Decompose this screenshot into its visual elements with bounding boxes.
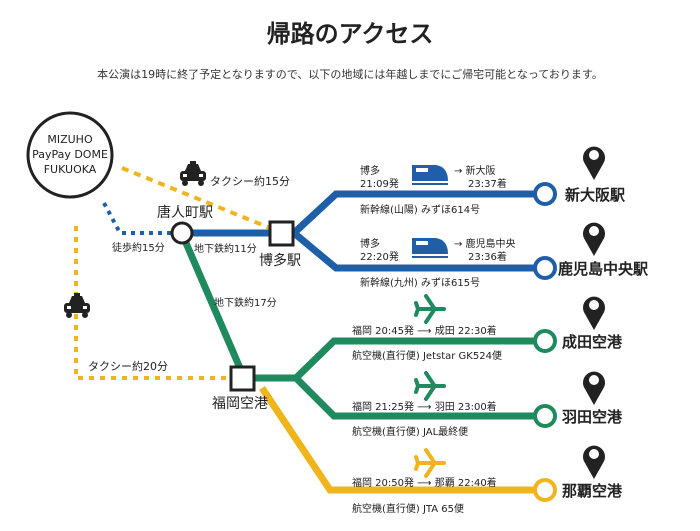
destination-node [533,256,557,280]
leg-label: タクシー約20分 [88,359,168,373]
airplane-icon [414,448,446,478]
leg-label: 地下鉄約11分 [194,242,257,255]
flight-line-haneda [293,375,534,420]
shinkansen-line-kagoshima [291,230,534,272]
route-arrival: 23:36着 [468,250,507,263]
route-departure: 22:20発 [360,250,399,263]
route-times: 福岡 20:50発 ⟶ 那覇 22:40着 [352,476,497,489]
train-icon [412,165,448,185]
route-to: → 鹿児島中央 [454,237,516,250]
taxi-route-airport [74,226,232,380]
leg-label: 徒歩約15分 [112,241,165,254]
route-service: 航空機(直行便) JAL最終便 [352,425,468,438]
origin-label: PayPay DOME [32,148,108,161]
destination-label: 新大阪駅 [565,186,626,204]
airplane-icon [414,371,446,401]
taxi-route-hakata [121,166,271,230]
destination-node [533,182,557,206]
route-from: 博多 [360,164,380,177]
destination-node [533,478,557,502]
walk-route [102,202,172,235]
station-tojinmachi [170,221,194,245]
station-label-tojinmachi: 唐人町駅 [157,204,213,221]
taxi-icon [180,161,206,186]
flight-line-naha [259,386,534,494]
shinkansen-line-shinosaka [291,190,534,236]
subtitle: 本公演は19時に終了予定となりますので、以下の地域には年越しまでにご帰宅可能とな… [97,68,603,81]
map-pin-icon [583,296,605,330]
route-service: 航空機(直行便) Jetstar GK524便 [352,349,502,362]
route-service: 新幹線(山陽) みずほ614号 [360,203,480,216]
destination-label: 成田空港 [562,333,623,351]
page-title: 帰路のアクセス [266,20,434,48]
map-pin-icon [583,445,605,479]
route-departure: 21:09発 [360,177,399,190]
origin-circle [26,111,114,199]
leg-label: タクシー約15分 [210,174,290,188]
station-fukuoka-airport [229,365,256,392]
station-hakata [268,220,295,247]
route-arrival: 23:37着 [468,177,507,190]
origin-label: MIZUHO [47,133,93,146]
destination-label: 那覇空港 [562,482,623,500]
route-times: 福岡 20:45発 ⟶ 成田 22:30着 [352,324,497,337]
route-from: 博多 [360,237,380,250]
route-service: 新幹線(九州) みずほ615号 [360,276,480,289]
map-pin-icon [583,222,605,256]
station-label-fukuoka-airport: 福岡空港 [212,396,268,412]
flight-line-narita [254,337,534,382]
map-pin-icon [583,371,605,405]
station-label-hakata: 博多駅 [259,252,301,269]
route-service: 航空機(直行便) JTA 65便 [352,502,464,515]
leg-label: 地下鉄約17分 [214,296,277,309]
destination-node [533,329,557,353]
airplane-icon [414,294,446,324]
map-pin-icon [583,146,605,180]
destination-label: 鹿児島中央駅 [558,260,649,278]
subway-line-airport [182,241,244,370]
route-to: → 新大阪 [454,164,496,177]
origin-label: FUKUOKA [44,163,97,176]
destination-label: 羽田空港 [562,408,623,426]
train-icon [412,238,448,258]
route-times: 福岡 21:25発 ⟶ 羽田 23:00着 [352,400,497,413]
destination-node [533,404,557,428]
